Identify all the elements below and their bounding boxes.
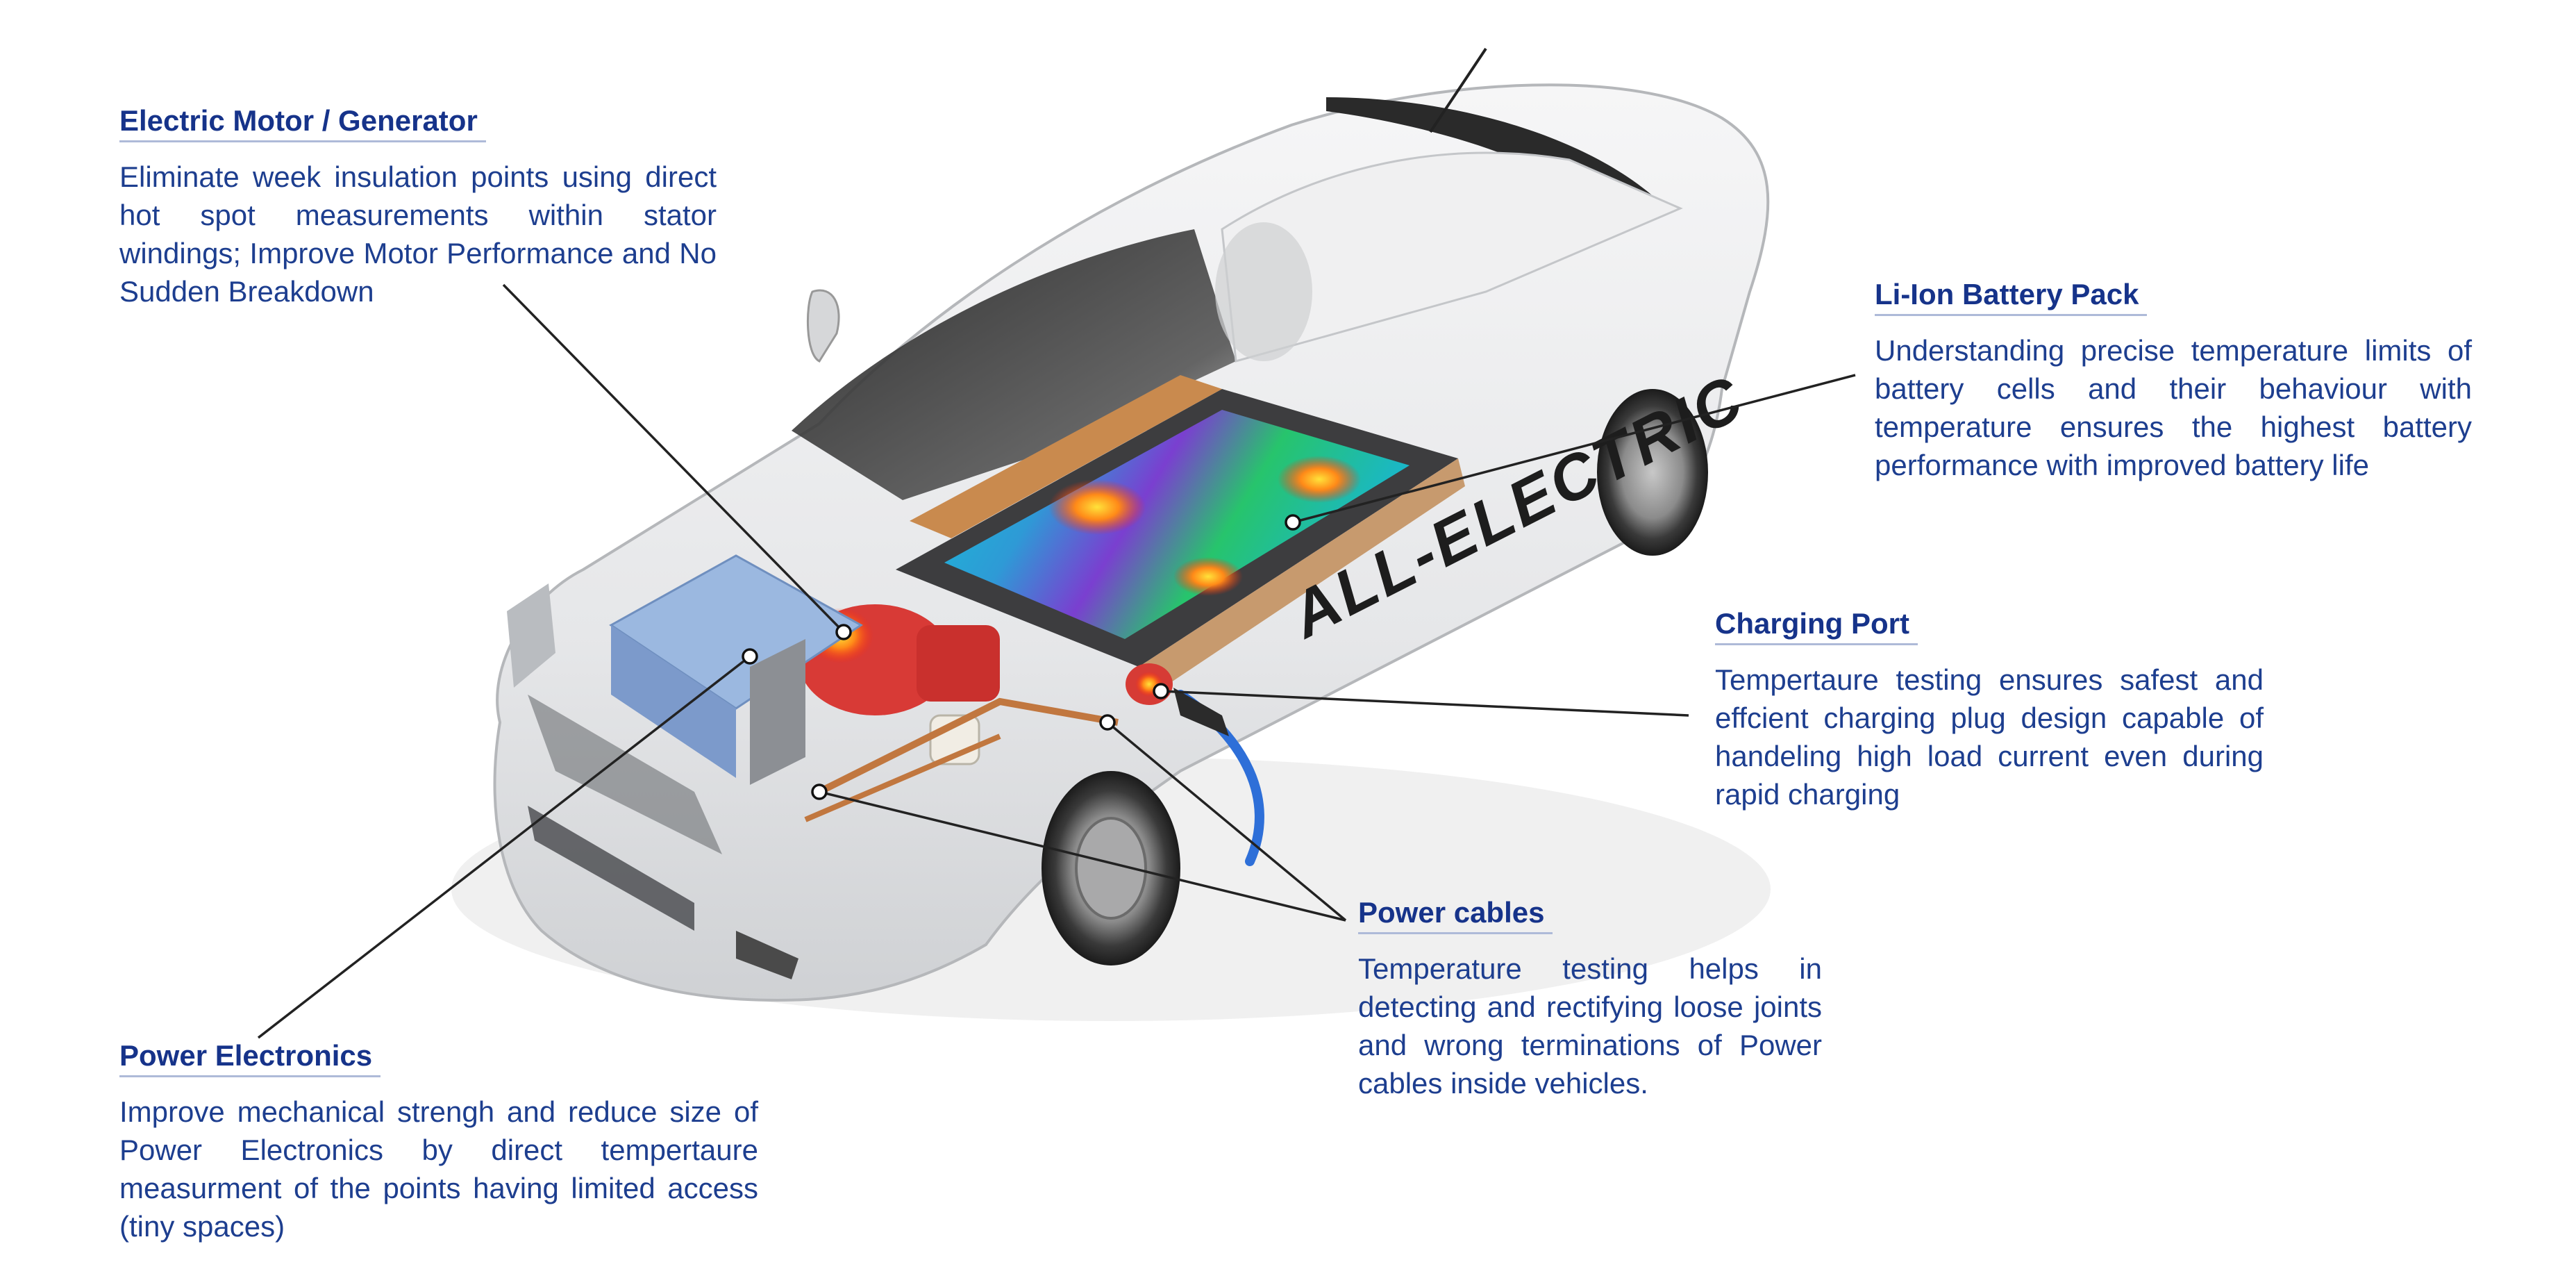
probe-cable-1 bbox=[1099, 714, 1116, 731]
callout-charging: Charging Port Tempertaure testing ensure… bbox=[1715, 606, 2264, 813]
callout-power-text: Improve mechanical strengh and reduce si… bbox=[119, 1095, 758, 1243]
probe-battery bbox=[1285, 514, 1301, 531]
callout-battery-text: Understanding precise temperature limits… bbox=[1875, 334, 2472, 481]
battery-hotspot-1 bbox=[1048, 479, 1146, 535]
fog-light bbox=[736, 931, 798, 979]
probe-charging bbox=[1153, 683, 1169, 699]
callout-battery-title: Li-Ion Battery Pack bbox=[1875, 276, 2148, 316]
callout-battery: Li-Ion Battery Pack Understanding precis… bbox=[1875, 276, 2472, 484]
battery-modules-left bbox=[910, 375, 1222, 538]
windshield bbox=[792, 229, 1236, 500]
leader-battery bbox=[1292, 374, 1856, 524]
power-electronics-heatsink bbox=[750, 639, 805, 785]
battery-hotspot-2 bbox=[1278, 456, 1361, 503]
leader-cables-1 bbox=[1106, 721, 1347, 922]
probe-cable-2 bbox=[811, 784, 828, 800]
charging-plug bbox=[1173, 688, 1229, 736]
callout-motor-text: Eliminate week insulation points using d… bbox=[119, 160, 717, 308]
side-mirror bbox=[807, 289, 840, 363]
callout-cables-title: Power cables bbox=[1358, 895, 1553, 934]
probe-power bbox=[742, 648, 758, 665]
callout-cables: Power cables Temperature testing helps i… bbox=[1358, 895, 1822, 1102]
front-wheel-hub bbox=[1075, 817, 1147, 920]
power-cable-run bbox=[817, 697, 1119, 795]
lower-grille bbox=[528, 806, 694, 931]
probe-motor bbox=[835, 624, 852, 640]
roof-panel bbox=[1221, 151, 1683, 363]
callout-charging-text: Tempertaure testing ensures safest and e… bbox=[1715, 663, 2264, 811]
callout-motor-title: Electric Motor / Generator bbox=[119, 103, 486, 142]
leader-power bbox=[257, 655, 751, 1039]
battery-modules-right bbox=[1139, 458, 1465, 695]
callout-motor: Electric Motor / Generator Eliminate wee… bbox=[119, 103, 717, 310]
rear-wheel-far bbox=[1215, 222, 1312, 361]
headlight bbox=[507, 583, 555, 688]
front-grille bbox=[528, 695, 722, 854]
battery-hotspot-3 bbox=[1173, 557, 1243, 596]
callout-charging-title: Charging Port bbox=[1715, 606, 1918, 645]
callout-power: Power Electronics Improve mechanical str… bbox=[119, 1038, 758, 1245]
callout-power-title: Power Electronics bbox=[119, 1038, 381, 1077]
leader-charging bbox=[1160, 690, 1689, 717]
power-cable-run-2 bbox=[804, 733, 1001, 822]
rear-wheel bbox=[1597, 389, 1708, 556]
power-electronics-side bbox=[611, 625, 736, 778]
leader-motor bbox=[502, 283, 845, 633]
antenna bbox=[1429, 47, 1487, 133]
callout-cables-text: Temperature testing helps in detecting a… bbox=[1358, 952, 1822, 1100]
leader-cables-2 bbox=[819, 790, 1346, 922]
motor-casing bbox=[917, 625, 1000, 702]
